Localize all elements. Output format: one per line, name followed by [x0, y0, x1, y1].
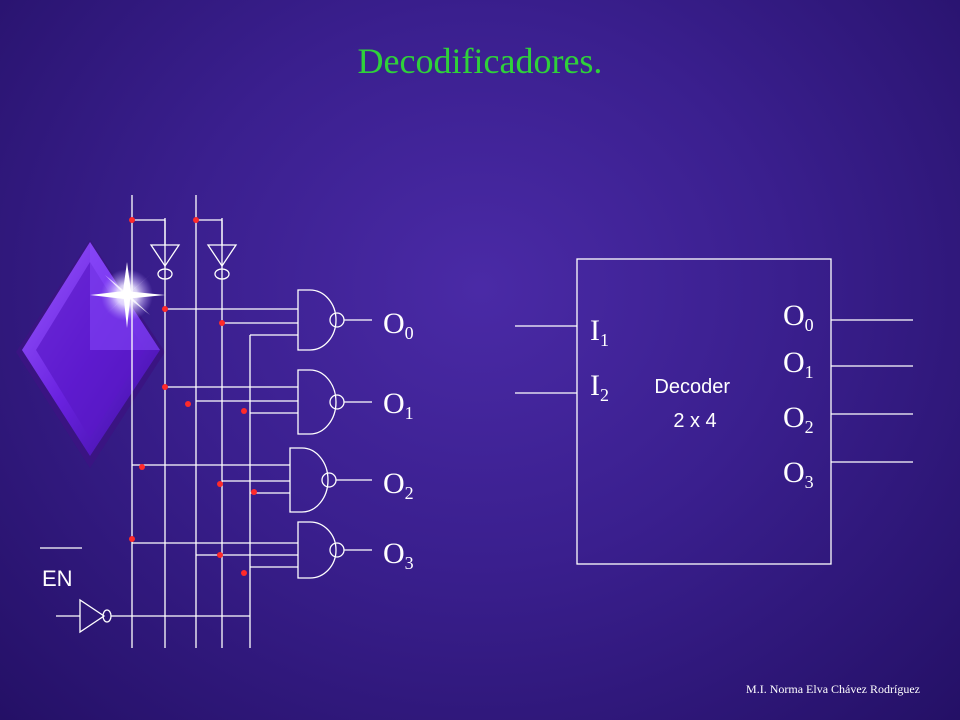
circuit-output-label-3: O3 — [383, 537, 414, 573]
sparkle-icon — [90, 262, 165, 328]
and-gate-1 — [297, 369, 345, 435]
author-credit: M.I. Norma Elva Chávez Rodríguez — [746, 682, 920, 696]
decoder-block — [515, 258, 913, 565]
svg-text:EN: EN — [42, 566, 73, 591]
inverter-enable — [79, 598, 112, 634]
decoder-output-label-2: O2 — [783, 401, 814, 437]
inverter-a — [149, 220, 181, 280]
and-gate-0 — [297, 289, 345, 351]
and-gate-3 — [297, 521, 345, 579]
circuit-output-label-2: O2 — [383, 467, 414, 503]
junction-dots — [129, 217, 257, 576]
decoder-output-label-0: O0 — [783, 299, 814, 335]
decoder-input-label-2: I2 — [590, 369, 609, 405]
decoder-input-label-1: I1 — [590, 314, 609, 350]
decorative-diamond — [16, 240, 165, 468]
decoder-name: Decoder 2 x 4 — [654, 376, 735, 432]
enable-label: EN — [40, 547, 82, 591]
decoder-output-label-1: O1 — [783, 346, 814, 382]
inverter-b — [206, 220, 238, 280]
decoder-output-label-3: O3 — [783, 456, 814, 492]
slide-title: Decodificadores. — [357, 41, 603, 81]
circuit-wires — [56, 195, 372, 648]
and-gate-2 — [289, 447, 337, 513]
circuit-output-label-1: O1 — [383, 387, 414, 423]
circuit-output-label-0: O0 — [383, 307, 414, 343]
